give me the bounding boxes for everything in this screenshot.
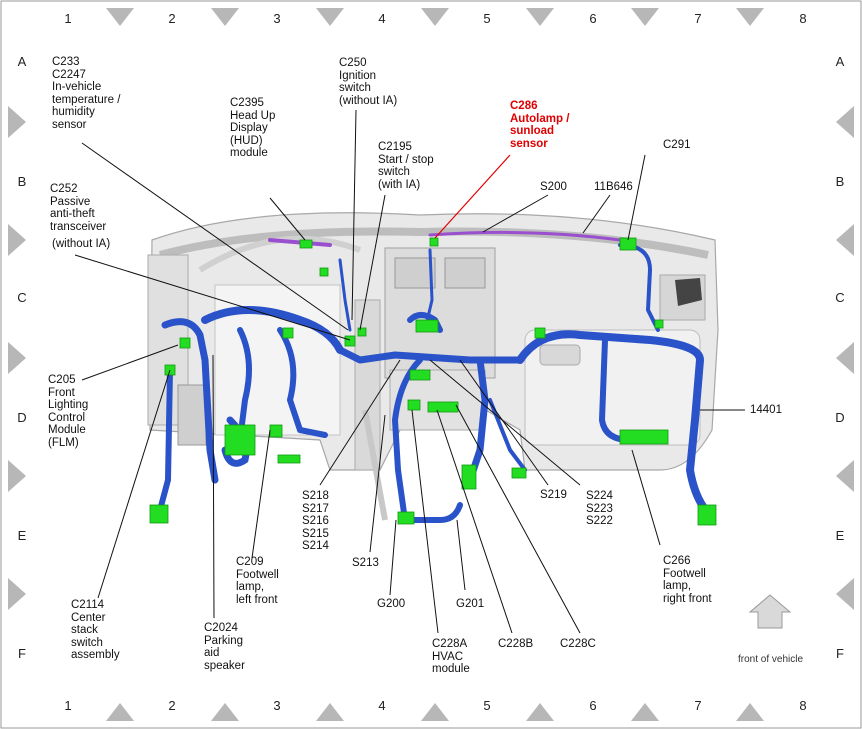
label-11b646: 11B646	[594, 181, 633, 193]
grid-row-right-C: C	[835, 290, 845, 305]
connectors	[149, 237, 717, 526]
grid-row-left-D: D	[17, 410, 27, 425]
border-triangle-top-3	[421, 8, 449, 26]
grid-column-top-3: 3	[273, 11, 281, 26]
border-triangle-right-2	[836, 342, 854, 374]
label-c2195: C2195 Start / stop switch (with IA)	[378, 141, 434, 191]
label-c2395: C2395 Head Up Display (HUD) module	[230, 97, 276, 159]
label-c2024: C2024 Parking aid speaker	[204, 622, 245, 672]
border-triangle-top-0	[106, 8, 134, 26]
border-triangle-right-4	[836, 578, 854, 610]
label-c205: C205 Front Lighting Control Module (FLM)	[48, 374, 89, 449]
border-triangle-right-1	[836, 224, 854, 256]
border-triangle-bottom-3	[421, 703, 449, 721]
grid-column-bottom-8: 8	[799, 698, 807, 713]
grid-column-top-4: 4	[378, 11, 386, 26]
border-triangle-bottom-0	[106, 703, 134, 721]
grid-column-top-5: 5	[483, 11, 491, 26]
grid-border-triangles	[8, 8, 854, 721]
grid-row-right-A: A	[835, 54, 845, 69]
grid-row-left-F: F	[18, 646, 26, 661]
label-c291: C291	[663, 139, 691, 151]
label-c228b: C228B	[498, 638, 534, 650]
label-c250: C250 Ignition switch (without IA)	[339, 57, 398, 107]
label-g200: G200	[377, 598, 406, 610]
label-c2114: C2114 Center stack switch assembly	[71, 599, 120, 661]
grid-row-left-C: C	[17, 290, 27, 305]
border-triangle-top-2	[316, 8, 344, 26]
grid-row-right-E: E	[835, 528, 845, 543]
label-14401: 14401	[750, 404, 782, 416]
label-s219: S219	[540, 489, 567, 501]
grid-column-top-7: 7	[694, 11, 702, 26]
grid-column-bottom-1: 1	[64, 698, 72, 713]
c286-leader-line	[434, 154, 511, 239]
grid-row-left-A: A	[17, 54, 27, 69]
border-triangle-right-0	[836, 106, 854, 138]
grid-row-left-B: B	[17, 174, 27, 189]
grid-row-right-D: D	[835, 410, 845, 425]
grid-column-top-2: 2	[168, 11, 176, 26]
grid-column-bottom-3: 3	[273, 698, 281, 713]
label-c266: C266 Footwell lamp, right front	[663, 555, 712, 605]
label-c233: C233 C2247 In-vehicle temperature / humi…	[52, 56, 121, 131]
border-triangle-top-4	[526, 8, 554, 26]
label-c286: C286 Autolamp / sunload sensor	[510, 100, 570, 150]
border-triangle-left-2	[8, 342, 26, 374]
border-triangle-left-4	[8, 578, 26, 610]
label-c209: C209 Footwell lamp, left front	[236, 556, 279, 606]
grid-column-bottom-6: 6	[589, 698, 597, 713]
label-c228a: C228A HVAC module	[432, 638, 470, 675]
label-s200: S200	[540, 181, 567, 193]
grid-column-bottom-2: 2	[168, 698, 176, 713]
grid-column-top-1: 1	[64, 11, 72, 26]
grid-column-bottom-7: 7	[694, 698, 702, 713]
border-triangle-left-0	[8, 106, 26, 138]
border-triangle-top-5	[631, 8, 659, 26]
label-c228c: C228C	[560, 638, 596, 650]
border-triangle-right-3	[836, 460, 854, 492]
label-s218: S218 S217 S216 S215 S214	[302, 490, 329, 552]
border-triangle-bottom-4	[526, 703, 554, 721]
grid-row-right-F: F	[836, 646, 844, 661]
grid-column-bottom-4: 4	[378, 698, 386, 713]
grid-row-right-B: B	[835, 174, 845, 189]
border-triangle-bottom-2	[316, 703, 344, 721]
leader-lines	[74, 109, 745, 634]
grid-column-top-8: 8	[799, 11, 807, 26]
border-triangle-bottom-1	[211, 703, 239, 721]
border-triangle-top-6	[736, 8, 764, 26]
label-c252: C252 Passive anti-theft transceiver	[50, 183, 107, 233]
front-of-vehicle-label: front of vehicle	[738, 654, 804, 665]
grid-row-left-E: E	[17, 528, 27, 543]
label-g201: G201	[456, 598, 485, 610]
grid-column-bottom-5: 5	[483, 698, 491, 713]
label-s224: S224 S223 S222	[586, 490, 613, 527]
border-triangle-left-1	[8, 224, 26, 256]
label-s213: S213	[352, 557, 379, 569]
border-triangle-bottom-5	[631, 703, 659, 721]
grid-column-top-6: 6	[589, 11, 597, 26]
label-c252-note: (without IA)	[52, 238, 111, 250]
border-triangle-bottom-6	[736, 703, 764, 721]
border-triangle-left-3	[8, 460, 26, 492]
wiring-harness	[157, 230, 714, 523]
border-triangle-top-1	[211, 8, 239, 26]
up-arrow-icon	[748, 594, 792, 629]
